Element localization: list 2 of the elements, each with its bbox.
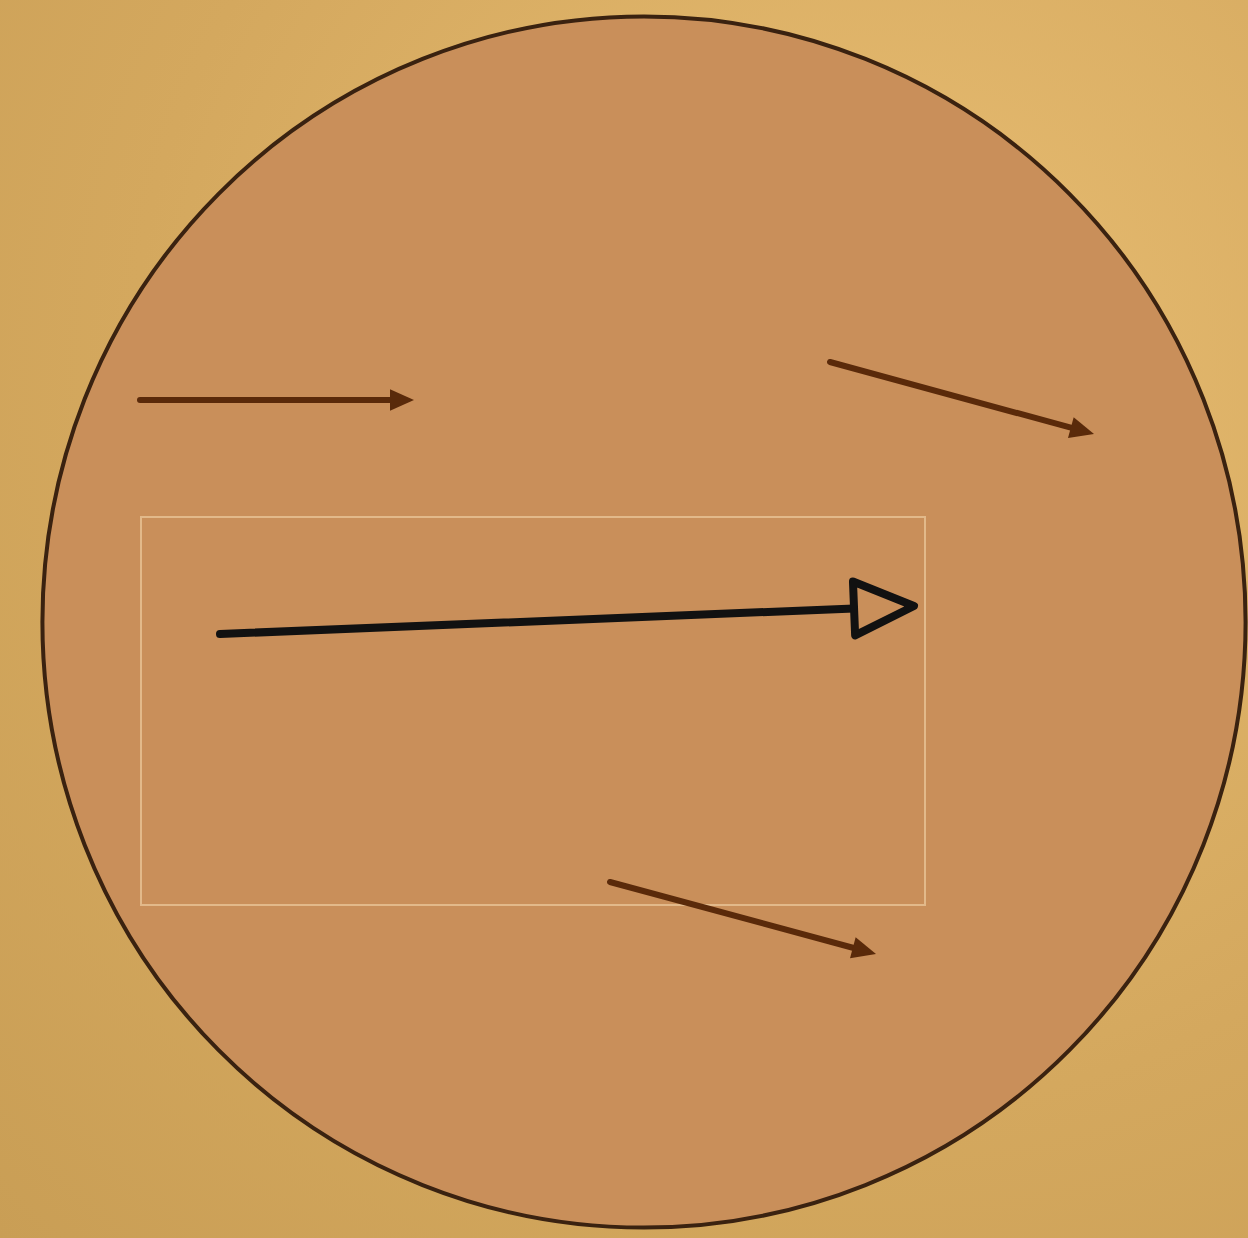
frame-outline bbox=[140, 516, 926, 906]
circle-shape bbox=[40, 14, 1248, 1230]
